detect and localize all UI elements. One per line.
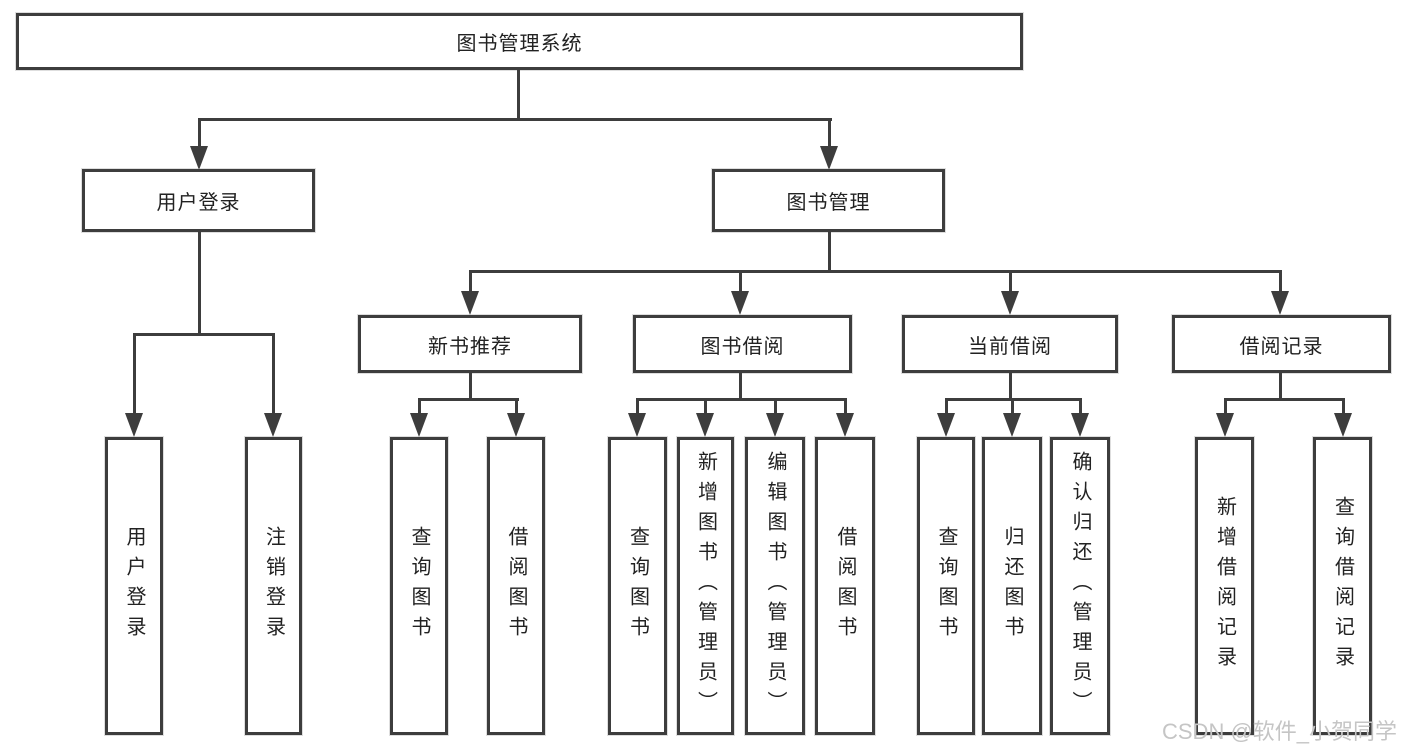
arrowhead-down-icon <box>766 413 784 437</box>
arrowhead-down-icon <box>1216 413 1234 437</box>
node-book-management: 图书管理 <box>712 169 945 232</box>
arrowhead-down-icon <box>507 413 525 437</box>
connector-line <box>198 232 201 335</box>
arrowhead-down-icon <box>264 413 282 437</box>
arrowhead-down-icon <box>820 146 838 170</box>
node-leaf-logout: 注销登录 <box>245 437 302 735</box>
connector-line <box>1079 401 1082 414</box>
connector-line <box>418 401 421 414</box>
connector-line <box>636 401 639 414</box>
connector-line <box>469 270 1282 273</box>
node-leaf-query-book-1: 查询图书 <box>390 437 448 735</box>
connector-line <box>1009 273 1012 291</box>
node-new-book-recommend: 新书推荐 <box>358 315 582 373</box>
connector-line <box>1279 273 1282 291</box>
connector-line <box>844 401 847 414</box>
arrowhead-down-icon <box>461 291 479 315</box>
connector-line <box>1224 398 1345 401</box>
connector-line <box>1009 373 1012 400</box>
node-user-login: 用户登录 <box>82 169 315 232</box>
connector-line <box>739 373 742 400</box>
csdn-watermark: CSDN @软件_小贺同学 <box>1162 719 1398 744</box>
connector-line <box>1224 401 1227 414</box>
arrowhead-down-icon <box>937 413 955 437</box>
connector-line <box>739 273 742 291</box>
node-leaf-add-borrow-record: 新增借阅记录 <box>1195 437 1254 735</box>
node-borrowing-records: 借阅记录 <box>1172 315 1391 373</box>
arrowhead-down-icon <box>1271 291 1289 315</box>
connector-line <box>469 273 472 291</box>
arrowhead-down-icon <box>696 413 714 437</box>
arrowhead-down-icon <box>125 413 143 437</box>
arrowhead-down-icon <box>628 413 646 437</box>
connector-line <box>828 121 831 147</box>
node-leaf-query-borrow-record: 查询借阅记录 <box>1313 437 1372 735</box>
node-book-borrowing: 图书借阅 <box>633 315 852 373</box>
arrowhead-down-icon <box>410 413 428 437</box>
connector-line <box>945 401 948 414</box>
arrowhead-down-icon <box>1001 291 1019 315</box>
connector-line <box>828 232 831 272</box>
node-leaf-borrow-book-1: 借阅图书 <box>487 437 545 735</box>
connector-line <box>945 398 1082 401</box>
node-leaf-query-book-2: 查询图书 <box>608 437 667 735</box>
connector-line <box>272 336 275 414</box>
connector-line <box>517 70 520 120</box>
arrowhead-down-icon <box>1071 413 1089 437</box>
arrowhead-down-icon <box>836 413 854 437</box>
node-leaf-borrow-book-2: 借阅图书 <box>815 437 875 735</box>
connector-line <box>515 401 518 414</box>
node-leaf-return-book: 归还图书 <box>982 437 1042 735</box>
connector-line <box>1011 401 1014 414</box>
connector-line <box>704 401 707 414</box>
arrowhead-down-icon <box>190 146 208 170</box>
node-current-borrowing: 当前借阅 <box>902 315 1118 373</box>
connector-line <box>418 398 519 401</box>
connector-line <box>133 336 136 414</box>
connector-line <box>198 118 832 121</box>
node-leaf-add-book-admin: 新增图书（管理员） <box>677 437 734 735</box>
connector-line <box>636 398 847 401</box>
node-leaf-user-login: 用户登录 <box>105 437 163 735</box>
node-leaf-edit-book-admin: 编辑图书（管理员） <box>745 437 805 735</box>
connector-line <box>469 373 472 400</box>
arrowhead-down-icon <box>1003 413 1021 437</box>
arrowhead-down-icon <box>731 291 749 315</box>
node-leaf-confirm-return-admin: 确认归还（管理员） <box>1050 437 1110 735</box>
connector-line <box>198 121 201 147</box>
connector-line <box>1342 401 1345 414</box>
node-leaf-query-book-3: 查询图书 <box>917 437 975 735</box>
node-root: 图书管理系统 <box>16 13 1023 70</box>
connector-line <box>774 401 777 414</box>
connector-line <box>133 333 275 336</box>
connector-line <box>1279 373 1282 400</box>
arrowhead-down-icon <box>1334 413 1352 437</box>
